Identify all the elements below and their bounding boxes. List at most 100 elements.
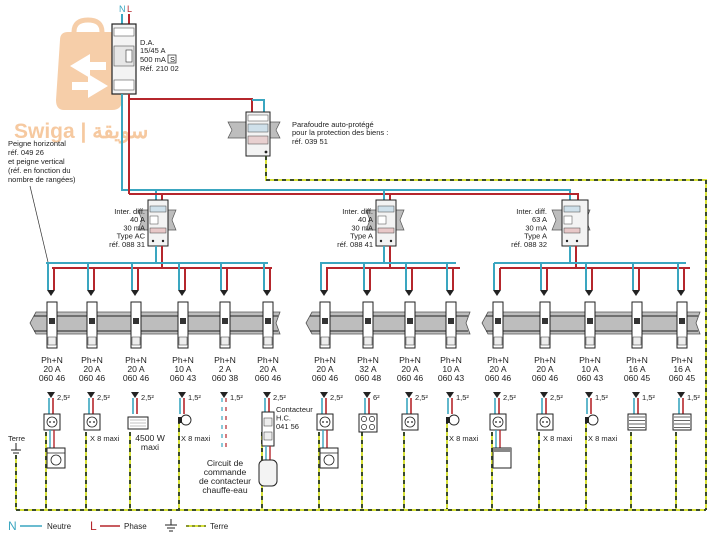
comb-note-line-5: nombre de rangées) [8,175,76,184]
feed-arrow-icon [220,290,228,296]
circuit-type: Ph+N [487,355,509,365]
circuit-type: Ph+N [81,355,103,365]
circuit-breaker [631,301,643,349]
circuit-ref: 060 46 [255,373,282,383]
circuit-ref: 060 46 [485,373,512,383]
circuit-ref: 060 46 [532,373,559,383]
cable-marker-icon [363,392,371,398]
cable-section: 2,5² [330,393,343,402]
rcd-1-line-5: réf. 088 31 [109,240,145,249]
cable-section: 1,5² [456,393,469,402]
rcd-2-line-4: Type A [350,232,373,241]
legend-l-symbol: L [90,519,97,533]
cable-marker-icon [446,392,454,398]
cable-marker-icon [320,392,328,398]
svg-text:X 8 maxi: X 8 maxi [449,434,479,443]
feed-arrow-icon [320,290,328,296]
circuit-breaker [86,301,98,349]
circuit-note: X 8 maxi [543,434,573,443]
cable-marker-icon [131,392,139,398]
feed-arrow-icon [363,290,371,296]
surge-protector-line-3: réf. 039 51 [292,137,328,146]
circuit-rating: 20 A [127,364,144,374]
svg-text:X 8 maxi: X 8 maxi [181,434,211,443]
circuit-rating: 16 A [673,364,690,374]
earth-bus [15,455,706,511]
circuit-type: Ph+N [214,355,236,365]
feed-arrow-icon [677,290,685,296]
load-lamp-icon [585,414,599,426]
load-socket-icon [401,413,419,431]
circuit-rating: 16 A [628,364,645,374]
rcd-2-line-2: 40 A [358,215,373,224]
circuit-rating: 10 A [174,364,191,374]
load-contactor+boiler-icon [258,411,278,487]
svg-text:chauffe-eau: chauffe-eau [202,485,247,495]
neutral-top-label: N [119,4,126,14]
cable-section: 1,5² [595,393,608,402]
surge-protector-line-1: Parafoudre auto-protégé [292,120,374,129]
svg-text:de contacteur: de contacteur [199,476,251,486]
circuit-ref: 060 43 [438,373,465,383]
earth-symbol-icon [11,443,21,454]
load-shutter-icon [672,413,692,431]
circuit-ref: 060 46 [397,373,424,383]
svg-text:X 8 maxi: X 8 maxi [588,434,618,443]
svg-text:Contacteur: Contacteur [276,405,313,414]
circuit-rating: 20 A [536,364,553,374]
legend-phase-label: Phase [124,522,147,531]
main-breaker-line-4: Réf. 210 02 [140,64,179,73]
earth-label: Terre [8,434,25,443]
circuit-rating: 20 A [401,364,418,374]
rcd-2-line-1: Inter. diff. [342,207,373,216]
feed-arrow-icon [131,290,139,296]
svg-text:commande: commande [204,467,247,477]
load-cooktop-icon [358,413,378,433]
circuit-ref: 060 48 [355,373,382,383]
circuit-type: Ph+N [172,355,194,365]
cable-section: 2,5² [141,393,154,402]
cable-section: 2,5² [503,393,516,402]
rcd-2-line-5: réf. 088 41 [337,240,373,249]
circuit-note: X 8 maxi [449,434,479,443]
circuit-note: X 8 maxi [181,434,211,443]
cable-marker-icon [47,392,55,398]
surge-protector-line-2: pour la protection des biens : [292,128,388,137]
circuit-type: Ph+N [579,355,601,365]
circuit-ref: 060 46 [39,373,66,383]
legend-earth-icon [165,519,177,532]
cable-marker-icon [585,392,593,398]
feed-arrow-icon [493,290,501,296]
comb-note-line-4: (réf. en fonction du [8,166,71,175]
cable-marker-icon [677,392,685,398]
legend-neutral-label: Neutre [47,522,72,531]
rcd-3-line-2: 63 A [532,215,547,224]
cable-section: 2,5² [57,393,70,402]
comb-note-line-1: Peigne horizontal [8,139,66,148]
load-lamp-icon [446,414,460,426]
rcd-2-line-3: 30 mA [351,223,373,232]
main-breaker-line-3: 500 mA [140,55,166,64]
feed-arrow-icon [405,290,413,296]
circuit-rating: 2 A [219,364,232,374]
cable-marker-icon [540,392,548,398]
circuit-type: Ph+N [626,355,648,365]
circuit-type: Ph+N [314,355,336,365]
load-socket+washer-icon [316,413,339,469]
cable-section: 1,5² [188,393,201,402]
circuit-breaker [584,301,596,349]
